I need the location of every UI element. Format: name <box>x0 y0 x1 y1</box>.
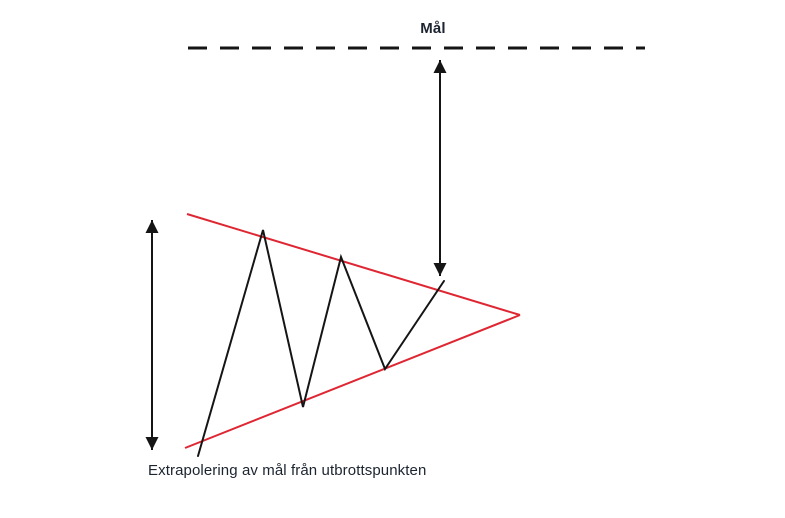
price-path <box>197 229 445 457</box>
diagram-caption: Extrapolering av mål från utbrottspunkte… <box>148 462 427 479</box>
target-label: Mål <box>420 20 446 37</box>
lower-trendline <box>184 314 521 449</box>
upper-trendline <box>186 213 521 316</box>
